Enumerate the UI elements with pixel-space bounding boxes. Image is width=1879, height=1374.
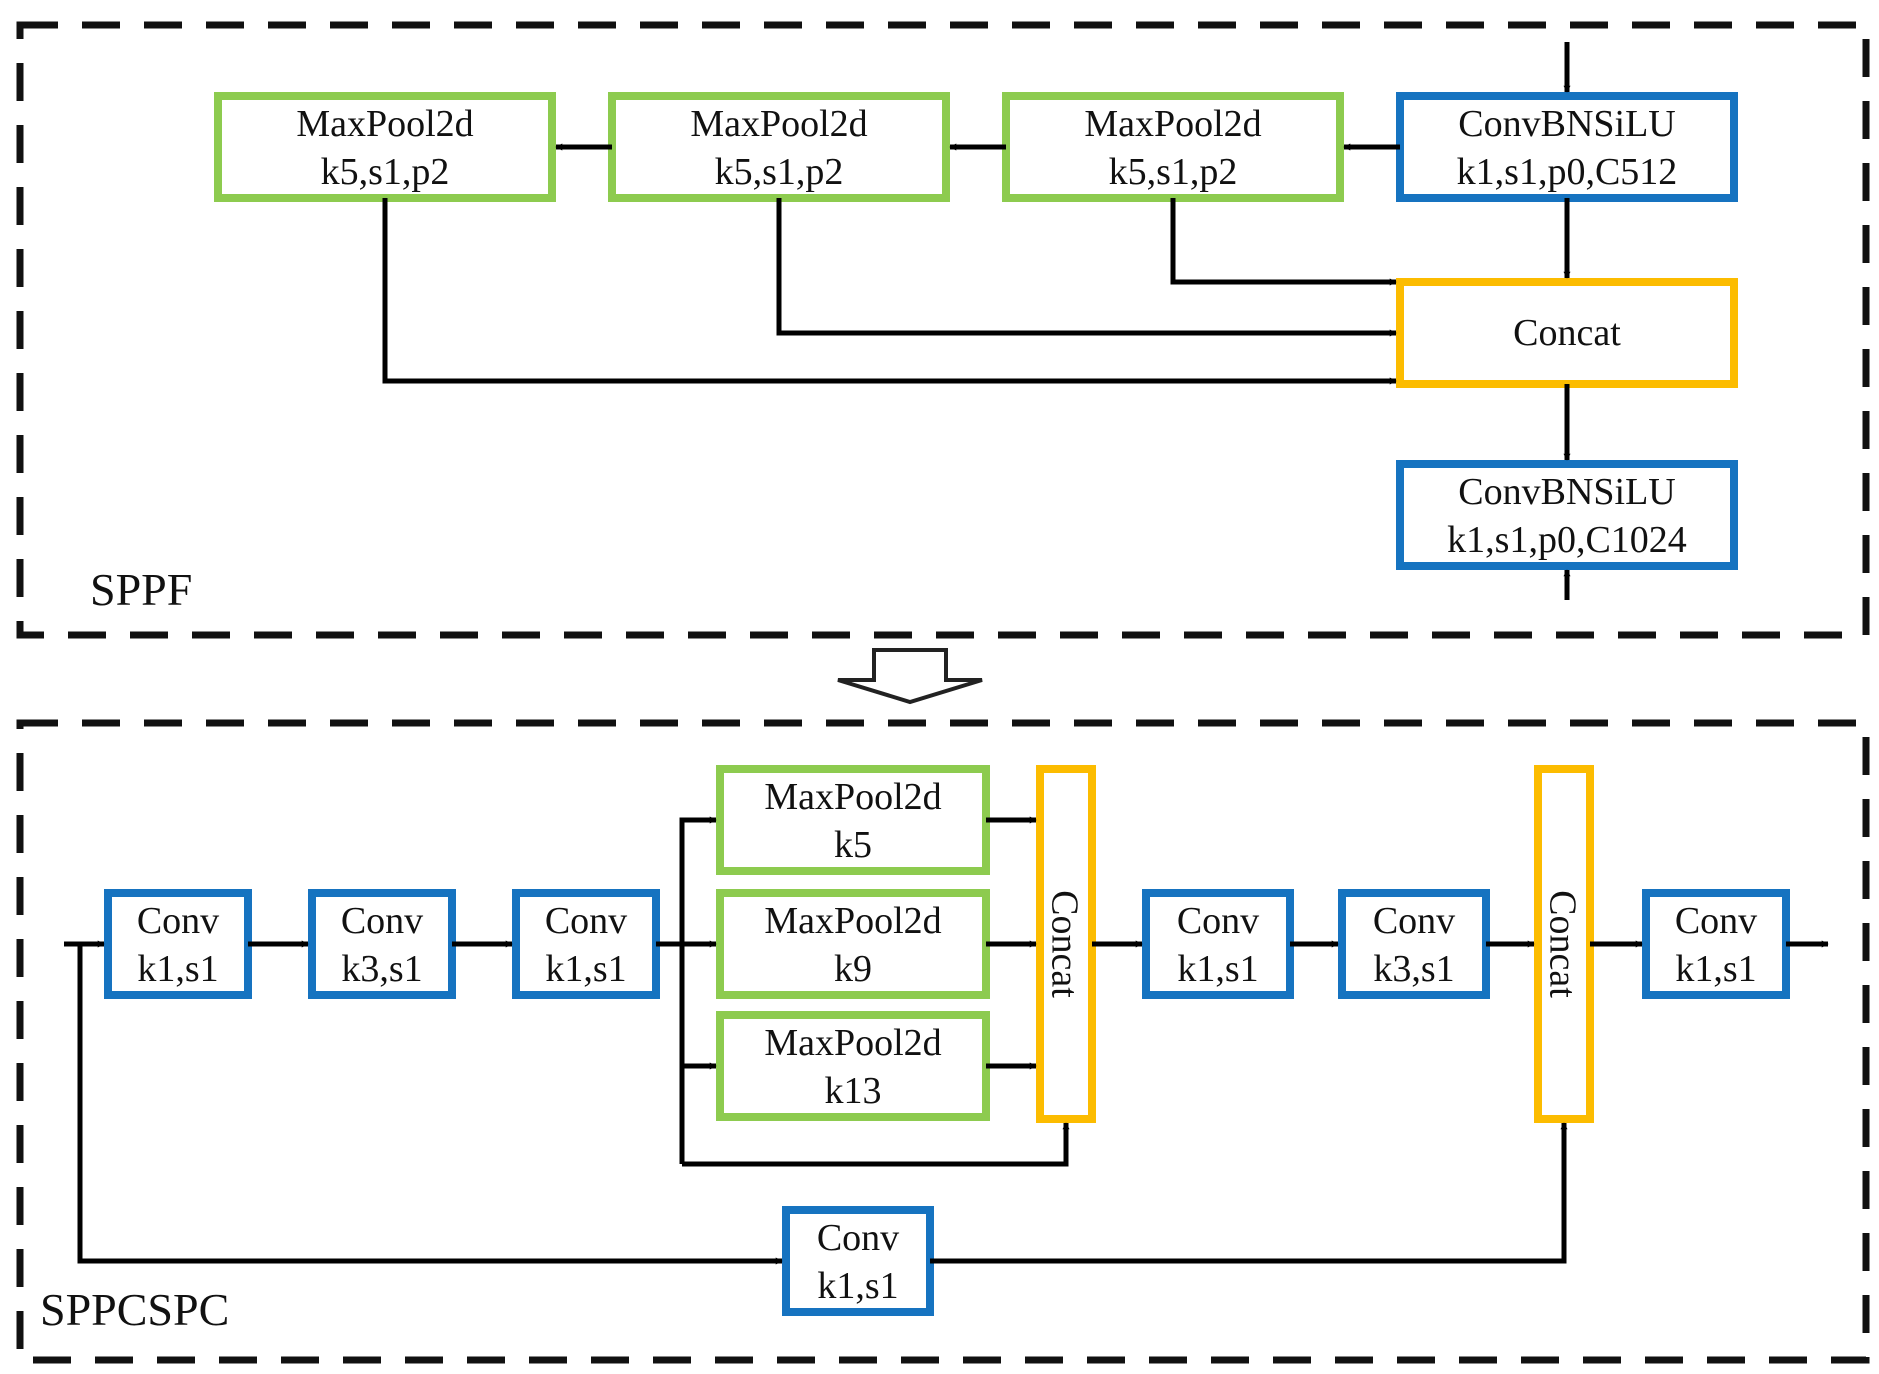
sppcspc-maxpool-k5: MaxPool2d k5 bbox=[716, 765, 990, 875]
svg-text:k5,s1,p2: k5,s1,p2 bbox=[1109, 151, 1238, 193]
svg-text:Conv: Conv bbox=[1177, 900, 1259, 942]
sppf-maxpool-3: MaxPool2d k5,s1,p2 bbox=[1002, 92, 1344, 202]
svg-text:MaxPool2d: MaxPool2d bbox=[1084, 103, 1261, 145]
sppcspc-conv-6: Conv k1,s1 bbox=[1642, 889, 1790, 999]
svg-text:Concat: Concat bbox=[1513, 312, 1621, 354]
sppcspc-maxpool-k9: MaxPool2d k9 bbox=[716, 889, 990, 999]
sppf-conv-out: ConvBNSiLU k1,s1,p0,C1024 bbox=[1396, 460, 1738, 570]
arrow-input-to-branch bbox=[77, 944, 783, 1265]
svg-text:k13: k13 bbox=[825, 1070, 882, 1112]
svg-text:MaxPool2d: MaxPool2d bbox=[764, 776, 941, 818]
svg-text:k1,s1: k1,s1 bbox=[817, 1265, 898, 1307]
svg-text:Concat: Concat bbox=[1542, 890, 1584, 998]
sppcspc-concat-1: Concat bbox=[1036, 765, 1096, 1123]
sppcspc-maxpool-k13: MaxPool2d k13 bbox=[716, 1011, 990, 1121]
sppcspc-concat-2: Concat bbox=[1534, 765, 1594, 1123]
svg-text:Conv: Conv bbox=[341, 900, 423, 942]
transition-down-arrow bbox=[837, 648, 983, 705]
sppf-maxpool-2: MaxPool2d k5,s1,p2 bbox=[608, 92, 950, 202]
svg-text:MaxPool2d: MaxPool2d bbox=[690, 103, 867, 145]
sppf-frame bbox=[16, 21, 1870, 639]
sppf-arrows bbox=[382, 42, 1571, 600]
svg-text:k5,s1,p2: k5,s1,p2 bbox=[321, 151, 450, 193]
svg-text:ConvBNSiLU: ConvBNSiLU bbox=[1458, 471, 1675, 513]
svg-text:Conv: Conv bbox=[1675, 900, 1757, 942]
svg-text:Conv: Conv bbox=[137, 900, 219, 942]
sppcspc-conv-5: Conv k3,s1 bbox=[1338, 889, 1490, 999]
sppcspc-conv-2: Conv k3,s1 bbox=[308, 889, 456, 999]
svg-text:Conv: Conv bbox=[545, 900, 627, 942]
arrow-skip-to-concat1 bbox=[682, 1122, 1070, 1167]
sppcspc-conv-3: Conv k1,s1 bbox=[512, 889, 660, 999]
svg-text:k1,s1,p0,C512: k1,s1,p0,C512 bbox=[1457, 151, 1678, 193]
svg-text:k1,s1: k1,s1 bbox=[137, 948, 218, 990]
svg-text:Conv: Conv bbox=[817, 1217, 899, 1259]
svg-text:k1,s1,p0,C1024: k1,s1,p0,C1024 bbox=[1447, 519, 1687, 561]
svg-text:MaxPool2d: MaxPool2d bbox=[764, 1022, 941, 1064]
svg-text:ConvBNSiLU: ConvBNSiLU bbox=[1458, 103, 1675, 145]
svg-text:k3,s1: k3,s1 bbox=[1373, 948, 1454, 990]
svg-text:Concat: Concat bbox=[1044, 890, 1086, 998]
sppcspc-conv-branch: Conv k1,s1 bbox=[782, 1206, 934, 1316]
arrow-split-to-pool-k5 bbox=[679, 816, 717, 1164]
svg-text:k1,s1: k1,s1 bbox=[545, 948, 626, 990]
sppcspc-conv-4: Conv k1,s1 bbox=[1142, 889, 1294, 999]
sppf-maxpool-1: MaxPool2d k5,s1,p2 bbox=[214, 92, 556, 202]
svg-text:k5: k5 bbox=[834, 824, 872, 866]
svg-text:Conv: Conv bbox=[1373, 900, 1455, 942]
sppcspc-arrows bbox=[64, 816, 1829, 1265]
svg-text:k1,s1: k1,s1 bbox=[1675, 948, 1756, 990]
sppcspc-label: SPPCSPC bbox=[40, 1284, 229, 1335]
arrow-pool1-to-concat bbox=[382, 198, 1397, 385]
svg-text:MaxPool2d: MaxPool2d bbox=[764, 900, 941, 942]
sppcspc-conv-1: Conv k1,s1 bbox=[104, 889, 252, 999]
arrow-pool3-to-concat bbox=[1170, 198, 1397, 286]
sppf-conv-in: ConvBNSiLU k1,s1,p0,C512 bbox=[1396, 92, 1738, 202]
arrow-pool2-to-concat bbox=[776, 198, 1397, 337]
svg-text:k3,s1: k3,s1 bbox=[341, 948, 422, 990]
svg-text:k5,s1,p2: k5,s1,p2 bbox=[715, 151, 844, 193]
svg-text:MaxPool2d: MaxPool2d bbox=[296, 103, 473, 145]
sppf-concat: Concat bbox=[1396, 278, 1738, 388]
svg-text:k9: k9 bbox=[834, 948, 872, 990]
arrow-branch-to-concat2 bbox=[930, 1122, 1568, 1264]
svg-text:k1,s1: k1,s1 bbox=[1177, 948, 1258, 990]
sppf-label: SPPF bbox=[90, 564, 192, 615]
